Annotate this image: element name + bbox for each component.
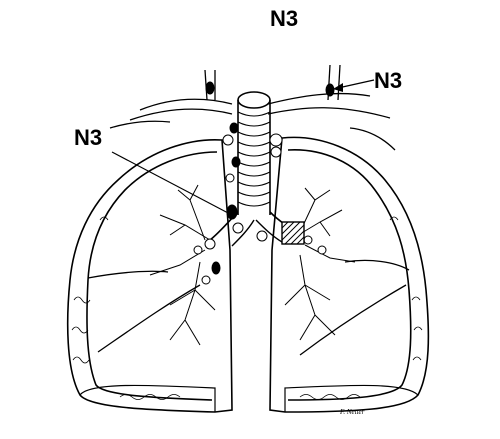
lymph-node (232, 222, 244, 234)
lymph-node (303, 235, 313, 245)
lymph-node (205, 81, 215, 95)
lymph-node (269, 133, 283, 147)
pleura-texture (71, 216, 423, 400)
lymph-node (317, 245, 327, 255)
lymph-node (256, 230, 268, 242)
lymph-node (222, 134, 234, 146)
lymph-node (226, 204, 238, 220)
left-label-leader (111, 151, 231, 215)
trachea-top (237, 91, 271, 109)
lymph-node (193, 245, 203, 255)
lymph-node (225, 173, 235, 183)
left-lung-outer (66, 139, 233, 413)
right-lung-inner (287, 149, 412, 401)
lymph-node (201, 275, 211, 285)
trachea-rings (237, 111, 271, 207)
right-lung-outer (269, 136, 430, 413)
right-lung-base (284, 384, 419, 412)
lymph-node (229, 122, 239, 134)
lungs (66, 136, 430, 413)
lymph-node (204, 238, 216, 250)
left-bronchial-tree (149, 184, 216, 346)
lymph-node (231, 156, 241, 168)
right-n3-label: N3 (374, 68, 402, 93)
n3-lymph-nodes (205, 81, 335, 275)
title-label: N3 (270, 6, 298, 31)
left-lung-inner (86, 151, 218, 401)
lymph-node (325, 83, 335, 97)
artist-signature: F. Netter (339, 408, 365, 416)
lymph-node (211, 261, 221, 275)
left-lung-base (79, 384, 216, 412)
tumor-mass (281, 221, 305, 245)
other-lymph-nodes (193, 133, 327, 285)
left-fissure-upper (87, 270, 169, 279)
lymph-node (270, 146, 282, 158)
left-fissure-lower (97, 284, 201, 353)
right-label-arrow (333, 79, 375, 92)
right-fissure-lower (299, 284, 407, 356)
left-n3-label: N3 (74, 125, 102, 150)
right-bronchial-tree (284, 187, 356, 341)
